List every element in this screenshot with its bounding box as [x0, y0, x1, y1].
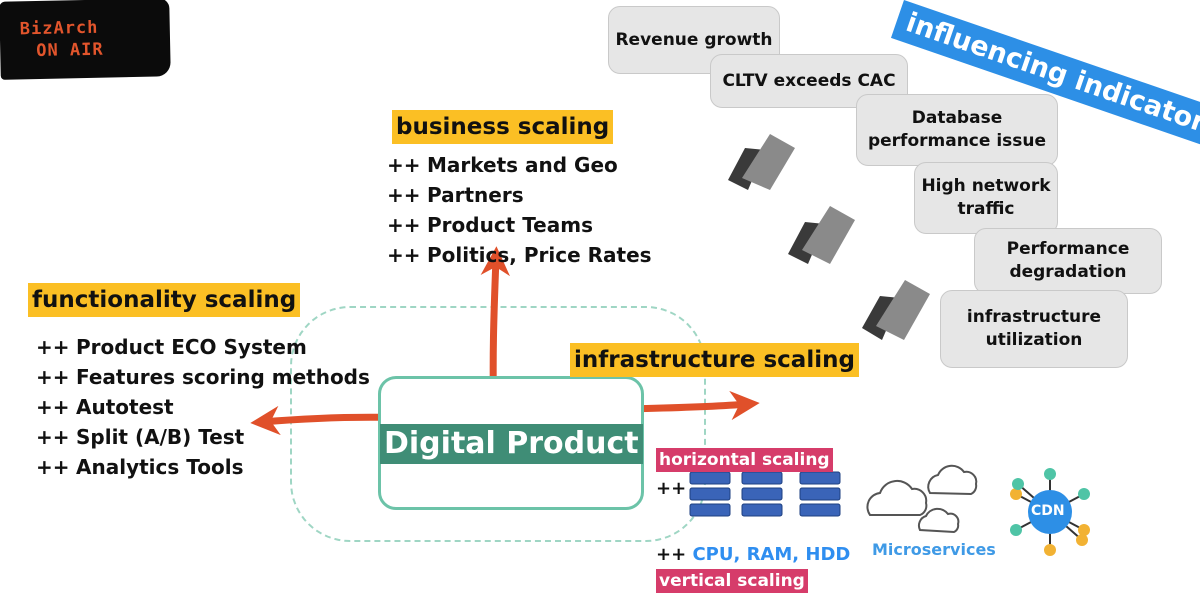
business-scaling-title: business scaling	[392, 110, 614, 144]
microservices-label: Microservices	[872, 540, 996, 559]
list-item: ++Features scoring methods	[36, 365, 370, 389]
vertical-scaling-label: vertical scaling	[656, 569, 808, 593]
list-item: ++Product Teams	[387, 213, 593, 237]
chevron-arrows-2	[788, 206, 855, 264]
business-scaling-list: ++Markets and Geo ++Partners ++Product T…	[387, 150, 652, 270]
indicator-performance-degradation: Performance degradation	[974, 228, 1162, 294]
list-item: ++Politics, Price Rates	[387, 243, 652, 267]
microservices-cloud-icon	[866, 464, 978, 534]
server-icons	[689, 471, 841, 517]
indicator-database-performance: Database performance issue	[856, 94, 1058, 166]
product-scope-dashed-outline	[290, 306, 706, 542]
cdn-label: CDN	[1031, 503, 1065, 519]
horizontal-scaling-label: horizontal scaling	[656, 448, 833, 472]
list-item: ++Autotest	[36, 395, 174, 419]
horizontal-plus: ++	[656, 478, 687, 499]
vertical-resources: ++ CPU, RAM, HDD	[656, 544, 851, 565]
list-item: ++Product ECO System	[36, 335, 307, 359]
functionality-scaling-title: functionality scaling	[28, 283, 301, 317]
indicator-infrastructure-utilization: infrastructure utilization	[940, 290, 1128, 368]
digital-product-title: Digital Product	[380, 424, 643, 464]
list-item: ++Partners	[387, 183, 524, 207]
chevron-arrows-3	[862, 280, 930, 340]
indicator-revenue-growth: Revenue growth	[608, 6, 780, 74]
indicator-high-network-traffic: High network traffic	[914, 162, 1058, 234]
list-item: ++Split (A/B) Test	[36, 425, 245, 449]
functionality-scaling-list: ++Product ECO System ++Features scoring …	[36, 332, 370, 482]
infrastructure-scaling-title: infrastructure scaling	[570, 343, 859, 377]
list-item: ++Analytics Tools	[36, 455, 244, 479]
chevron-arrows-1	[728, 134, 795, 190]
list-item: ++Markets and Geo	[387, 153, 618, 177]
cdn-network-icon	[1010, 468, 1090, 556]
